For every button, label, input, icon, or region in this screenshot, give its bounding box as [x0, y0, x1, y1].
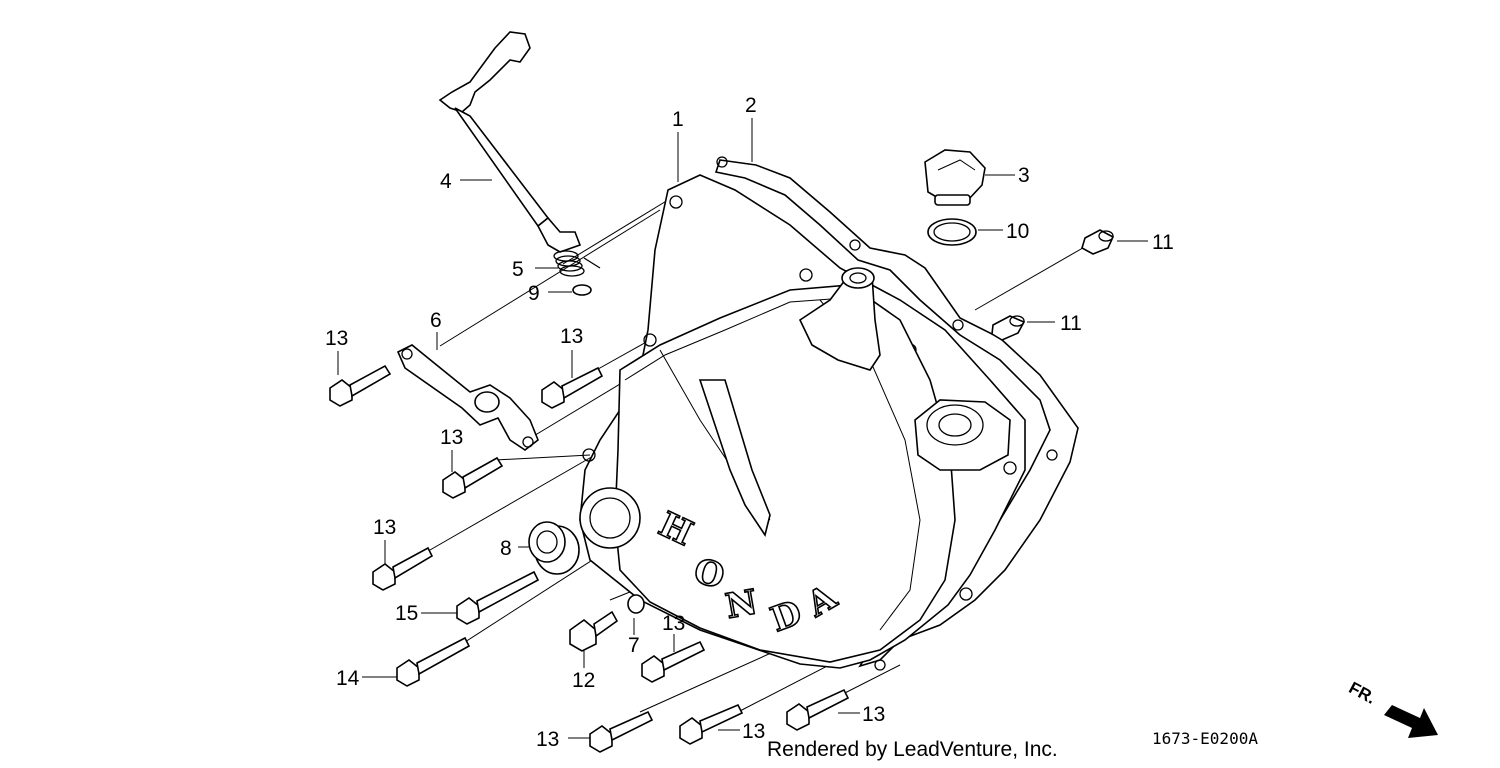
- callout-7: 7: [628, 634, 640, 657]
- bolt-13-bottom-left: [589, 710, 654, 753]
- callout-15: 15: [395, 602, 418, 625]
- front-direction-arrow: FR.: [1346, 678, 1438, 738]
- oil-filler-cap-part-3: [924, 149, 986, 206]
- callout-8: 8: [500, 537, 512, 560]
- callout-10: 10: [1006, 220, 1029, 243]
- callout-6: 6: [430, 309, 442, 332]
- callout-3: 3: [1018, 164, 1030, 187]
- bolt-13-upper-left: [329, 364, 392, 407]
- callout-4: 4: [440, 170, 452, 193]
- logo-letter-n: N: [723, 582, 761, 627]
- oil-seal-part-8: [528, 521, 580, 575]
- bolt-12: [569, 610, 619, 652]
- return-spring-part-5: [553, 250, 601, 277]
- bolt-13-long-left: [372, 546, 434, 591]
- callout-13-lower-left: 13: [440, 426, 463, 449]
- flange-bolts: [329, 364, 850, 753]
- bolt-13-center: [541, 366, 604, 409]
- callout-13-bottom-left: 13: [536, 728, 559, 751]
- diagram-code: 1673-E0200A: [1152, 729, 1258, 748]
- callout-13-center: 13: [560, 325, 583, 348]
- callout-11-lower: 11: [1060, 312, 1082, 335]
- callout-11-upper: 11: [1152, 231, 1174, 254]
- bolt-13-center-lower: [641, 640, 706, 683]
- dowel-pin-part-11-upper: [1081, 229, 1115, 255]
- callout-13-bottom-center: 13: [742, 720, 765, 743]
- callout-labels: 1 2 3 4 5 6 7 8 9 10 11 11 12 13 13 13 1…: [325, 94, 1174, 751]
- bolt-14: [396, 636, 471, 687]
- callout-12: 12: [572, 669, 595, 692]
- bolt-13-bottom-center: [679, 703, 744, 745]
- render-credit: Rendered by LeadVenture, Inc.: [767, 738, 1058, 761]
- callout-5: 5: [512, 258, 524, 281]
- bolt-15: [456, 570, 540, 625]
- callout-13-bottom-right: 13: [862, 703, 885, 726]
- front-label: FR.: [1346, 678, 1379, 708]
- bolt-13-lower-left: [442, 456, 504, 499]
- callout-13-long-left: 13: [373, 516, 396, 539]
- clutch-lifter-shaft-part-4: [438, 31, 582, 253]
- clutch-lifter-plate-part-6: [396, 344, 539, 451]
- arrow-right-icon: [1384, 705, 1438, 738]
- callout-14: 14: [336, 667, 360, 690]
- callout-2: 2: [745, 94, 757, 117]
- bolt-13-bottom-right: [786, 688, 850, 731]
- washer-part-9: [572, 284, 592, 296]
- sealing-washer-part-7: [627, 594, 645, 614]
- callout-1: 1: [672, 108, 684, 131]
- clutch-cover-part-1: H O N D A: [579, 174, 1026, 669]
- dowel-pin-part-11-lower: [991, 315, 1026, 341]
- callout-13-center-lower: 13: [662, 612, 685, 635]
- callout-13-upper-left: 13: [325, 327, 348, 350]
- callout-9: 9: [528, 282, 540, 305]
